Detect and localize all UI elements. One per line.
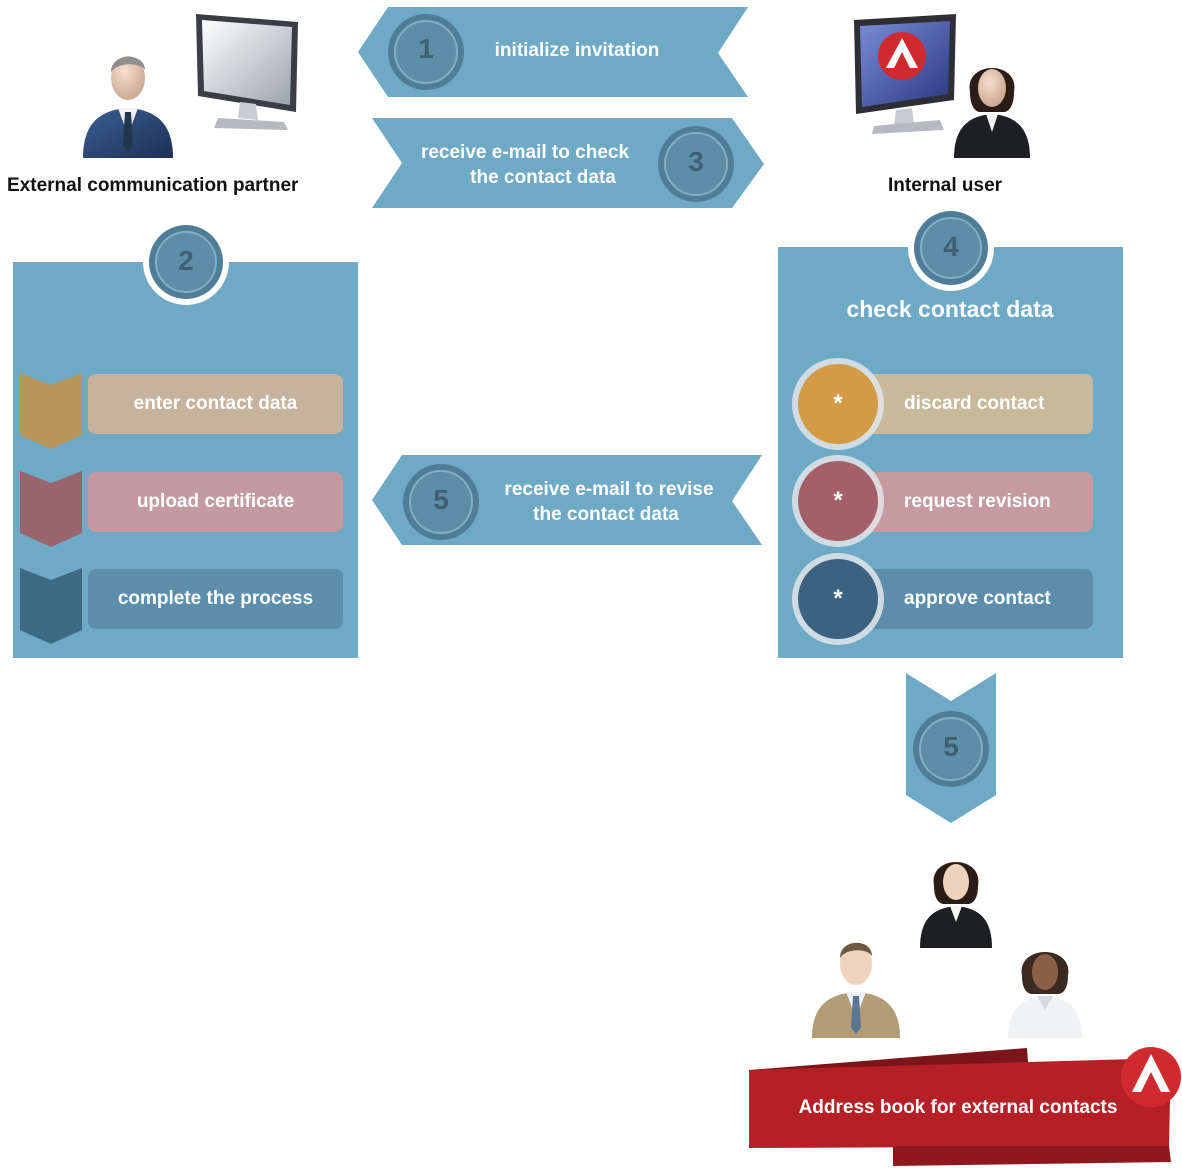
step5-mail-label-line2: the contact data — [533, 504, 679, 525]
step3-label-line2: the contact data — [470, 167, 616, 188]
step2-number: 2 — [178, 245, 194, 276]
request-revision-circle-icon — [792, 455, 884, 547]
contact-woman-icon — [920, 862, 992, 948]
step4-number: 4 — [943, 231, 959, 262]
complete-process-chevron-icon — [20, 568, 82, 644]
agency-logo-icon — [1121, 1047, 1181, 1107]
step3-number: 3 — [688, 146, 704, 177]
internal-user-avatar-icon — [954, 68, 1030, 158]
step5-down-number: 5 — [943, 731, 959, 762]
external-partner-avatar-icon — [83, 56, 173, 158]
step3-label-line1: receive e-mail to check — [420, 142, 630, 163]
step1-number: 1 — [418, 33, 434, 64]
approve-contact-label: approve contact — [904, 588, 1051, 609]
complete-process-button[interactable]: complete the process — [88, 569, 343, 629]
external-partner-label: External communication partner — [7, 175, 299, 196]
step2-badge-icon — [143, 219, 229, 305]
address-book-banner — [749, 1048, 1171, 1166]
enter-contact-data-button[interactable]: enter contact data — [88, 374, 343, 434]
request-revision-marker: * — [833, 487, 843, 514]
contact-man-icon — [812, 942, 900, 1038]
upload-certificate-chevron-icon — [20, 471, 82, 547]
upload-certificate-button[interactable]: upload certificate — [88, 472, 343, 532]
address-book-label: Address book for external contacts — [798, 1097, 1118, 1118]
discard-circle-icon — [792, 358, 884, 450]
discard-marker: * — [833, 390, 843, 417]
external-monitor-icon — [196, 14, 298, 130]
internal-user-label: Internal user — [888, 175, 1003, 196]
discard-contact-label: discard contact — [904, 393, 1045, 414]
approve-contact-button[interactable]: approve contact — [838, 569, 1093, 629]
step5-mail-number: 5 — [433, 484, 449, 515]
check-contact-title: check contact data — [846, 296, 1054, 322]
request-revision-label: request revision — [904, 491, 1051, 512]
step1-badge-icon — [388, 14, 464, 90]
step5-mail-label-line1: receive e-mail to revise — [504, 479, 714, 500]
internal-monitor-icon — [854, 14, 956, 134]
step4-badge-icon — [908, 205, 994, 291]
approve-marker: * — [833, 585, 843, 612]
step5-down-badge-icon — [913, 711, 989, 787]
enter-data-chevron-icon — [20, 373, 82, 449]
approve-circle-icon — [792, 553, 884, 645]
step3-badge-icon — [658, 126, 734, 202]
contact-woman2-icon — [1008, 952, 1082, 1038]
step5-mail-badge-icon — [403, 464, 479, 540]
step1-label: initialize invitation — [494, 40, 660, 61]
